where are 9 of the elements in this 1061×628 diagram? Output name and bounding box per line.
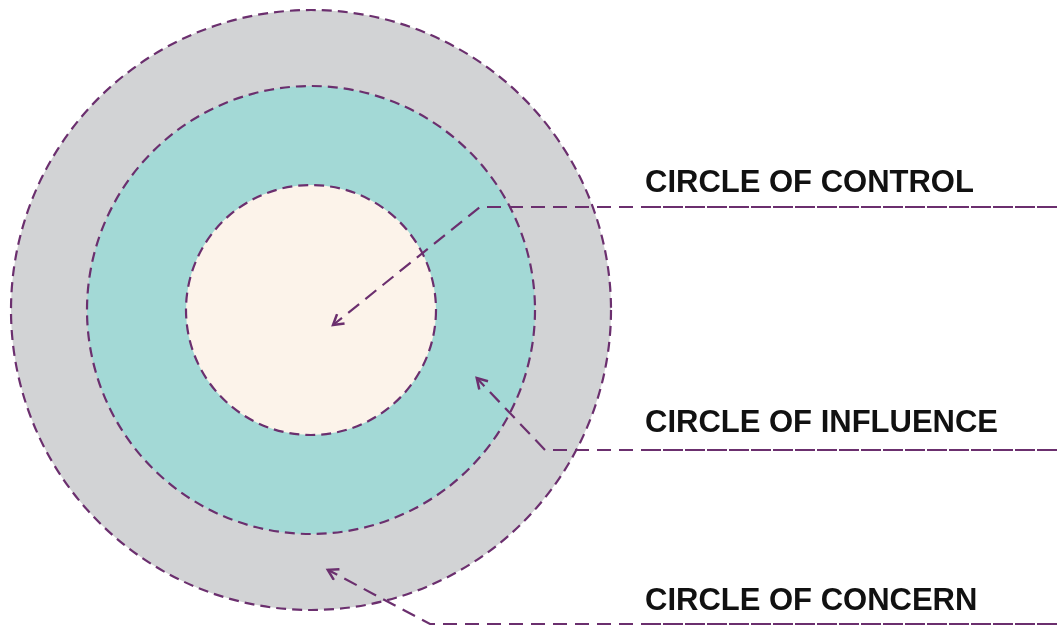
leader-line (326, 567, 1060, 626)
dashed-circle (87, 86, 535, 534)
dashed-circle (186, 185, 436, 435)
circle-label: CIRCLE OF INFLUENCE (645, 402, 1061, 454)
circle-label: CIRCLE OF CONCERN (645, 580, 1061, 628)
leader-line (331, 205, 1060, 327)
circle-label: CIRCLE OF CONTROL (645, 162, 1061, 211)
leader-line (475, 376, 1060, 452)
dashed-circle (11, 10, 611, 610)
